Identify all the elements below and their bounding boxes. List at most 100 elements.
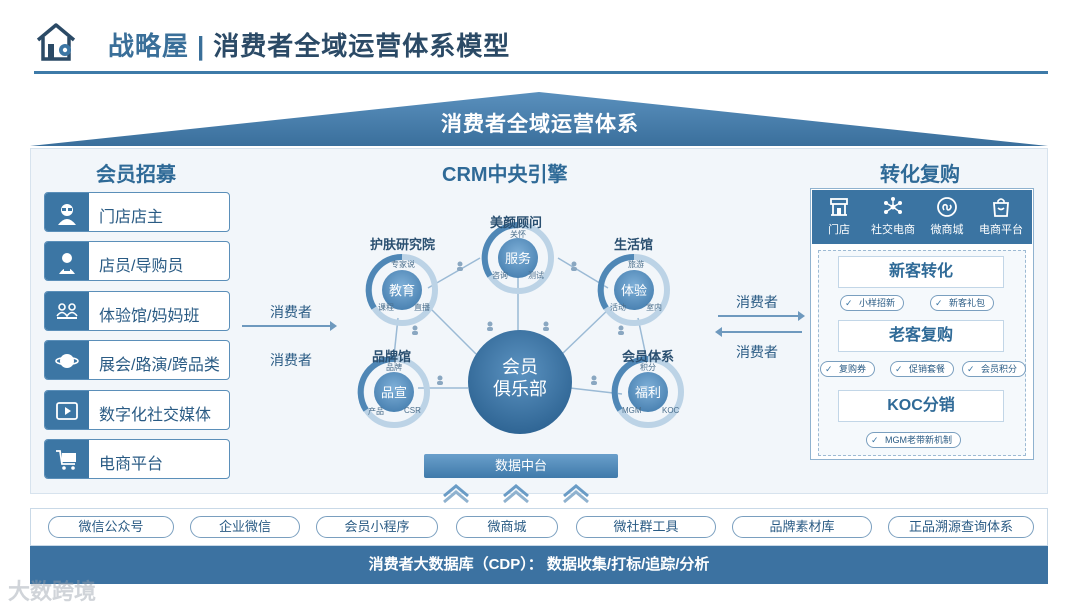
- node-brand-title: 品牌馆: [372, 349, 412, 364]
- node-member-core: 福利: [634, 385, 661, 400]
- node-member-top: 积分: [640, 363, 656, 372]
- node-brand: [357, 355, 430, 428]
- channels-bar: [812, 190, 1032, 244]
- group-icon: [45, 292, 89, 330]
- stage-new-customer: 新客转化: [838, 256, 1004, 288]
- node-life-left: 活动: [610, 303, 626, 312]
- node-beauty-core: 服务: [504, 251, 531, 266]
- node-skincare-title: 护肤研究院: [370, 237, 436, 252]
- watermark: 大数跨境: [8, 579, 97, 604]
- shopping-bag-icon: [993, 198, 1009, 217]
- node-skincare-top: 专家说: [391, 260, 415, 269]
- store-owner-icon: [45, 193, 89, 231]
- mini-program-icon: [937, 197, 957, 217]
- source-enterprise-wechat[interactable]: 企业微信: [190, 516, 300, 538]
- source-authenticity-query[interactable]: 正品溯源查询体系: [888, 516, 1034, 538]
- node-life-right: 室内: [646, 303, 662, 312]
- conversion-title: 转化复购: [880, 164, 960, 186]
- node-beauty-right: 测试: [528, 271, 544, 280]
- recruit-item-exhibition[interactable]: 展会/路演/跨品类: [44, 340, 230, 380]
- node-beauty-left: 咨询: [492, 271, 508, 280]
- channel-label: 门店: [828, 224, 850, 236]
- node-brand-top: 品牌: [386, 363, 402, 372]
- channel-label: 社交电商: [871, 224, 915, 236]
- tag-mgm-referral: MGM老带新机制: [866, 432, 961, 448]
- node-brand-left: 产品: [368, 407, 384, 416]
- recruit-item-label: 展会/路演/跨品类: [99, 357, 220, 374]
- recruit-title: 会员招募: [96, 164, 176, 186]
- hub-label-line1: 会员: [502, 357, 538, 377]
- house-gear-icon: [36, 23, 76, 61]
- video-icon: [45, 391, 89, 429]
- recruit-item-experience-hall[interactable]: 体验馆/妈妈班: [44, 291, 230, 331]
- title-prefix: 战略屋: [108, 31, 190, 61]
- data-platform-bar: 数据中台: [424, 454, 618, 478]
- recruit-item-store-owner[interactable]: 门店店主: [44, 192, 230, 232]
- hub-label-line2: 俱乐部: [493, 379, 547, 399]
- flow-label-left-bottom: 消费者: [270, 352, 312, 368]
- stage-repurchase: 老客复购: [838, 320, 1004, 352]
- flow-arrow-right: [242, 321, 337, 331]
- node-life-top: 旅游: [628, 260, 644, 269]
- recruit-item-label: 数字化社交媒体: [99, 407, 212, 424]
- node-skincare-core: 教育: [388, 283, 415, 298]
- tag-promo-bundle: 促销套餐: [890, 361, 955, 377]
- tag-member-points: 会员积分: [962, 361, 1027, 377]
- up-arrows: [443, 484, 589, 504]
- node-member-left: MGM: [622, 406, 642, 415]
- recruit-item-label: 店员/导购员: [99, 258, 184, 275]
- channel-micro-mall[interactable]: 微商城: [920, 196, 974, 238]
- channel-social-ecommerce[interactable]: 社交电商: [866, 196, 920, 238]
- node-skincare-right: 直播: [414, 303, 430, 312]
- node-brand-right: CSR: [404, 406, 421, 415]
- roof-title: 消费者全域运营体系: [441, 113, 639, 136]
- recruit-item-label: 电商平台: [99, 456, 164, 473]
- node-beauty: [481, 221, 554, 294]
- tag-repurchase-coupon: 复购券: [820, 361, 876, 377]
- stage-koc-distribution: KOC分销: [838, 390, 1004, 422]
- recruit-item-label: 体验馆/妈妈班: [99, 308, 200, 325]
- recruit-item-label: 门店店主: [99, 209, 164, 226]
- node-skincare: [365, 253, 438, 326]
- flow-arrows-bidirectional: [715, 311, 805, 337]
- recruit-item-ecommerce[interactable]: 电商平台: [44, 439, 230, 479]
- page-title: 战略屋|消费者全域运营体系模型: [108, 26, 510, 63]
- node-life: [597, 253, 670, 326]
- channel-label: 微商城: [930, 224, 964, 236]
- node-beauty-top: 关怀: [510, 230, 526, 239]
- channel-ecommerce[interactable]: 电商平台: [974, 196, 1028, 238]
- node-brand-core: 品宣: [380, 385, 407, 400]
- flow-label-right-top: 消费者: [736, 294, 778, 310]
- flow-label-right-bottom: 消费者: [736, 344, 778, 360]
- roof: [30, 92, 1048, 146]
- title-main: 消费者全域运营体系模型: [213, 31, 511, 61]
- node-beauty-title: 美颜顾问: [490, 215, 543, 230]
- header-divider: [34, 71, 1048, 74]
- store-icon: [830, 198, 848, 216]
- channel-label: 电商平台: [979, 224, 1023, 236]
- channel-store[interactable]: 门店: [812, 196, 866, 238]
- hub-label: 会员 俱乐部: [490, 356, 550, 400]
- recruit-item-clerk[interactable]: 店员/导购员: [44, 241, 230, 281]
- source-wechat-official[interactable]: 微信公众号: [48, 516, 174, 538]
- ecommerce-cart-icon: [45, 440, 89, 478]
- clerk-icon: [45, 242, 89, 280]
- node-member-title: 会员体系: [622, 349, 675, 364]
- node-skincare-left: 课程: [378, 303, 394, 312]
- crm-engine-diagram: [357, 221, 684, 434]
- node-life-title: 生活馆: [614, 237, 654, 252]
- source-brand-assets[interactable]: 品牌素材库: [732, 516, 872, 538]
- source-member-miniprogram[interactable]: 会员小程序: [316, 516, 438, 538]
- source-micro-mall[interactable]: 微商城: [456, 516, 558, 538]
- node-member: [611, 355, 684, 428]
- planet-icon: [45, 341, 89, 379]
- cdp-bar: 消费者大数据库（CDP）： 数据收集/打标/追踪/分析: [30, 546, 1048, 584]
- member-club-hub: [468, 330, 572, 434]
- node-life-core: 体验: [620, 283, 647, 298]
- crm-engine-title: CRM中央引擎: [442, 164, 568, 186]
- tag-new-customer-gift: 新客礼包: [930, 295, 995, 311]
- source-community-tools[interactable]: 微社群工具: [576, 516, 716, 538]
- tag-sample-recruit: 小样招新: [840, 295, 905, 311]
- title-separator: |: [197, 31, 206, 61]
- recruit-item-social-media[interactable]: 数字化社交媒体: [44, 390, 230, 430]
